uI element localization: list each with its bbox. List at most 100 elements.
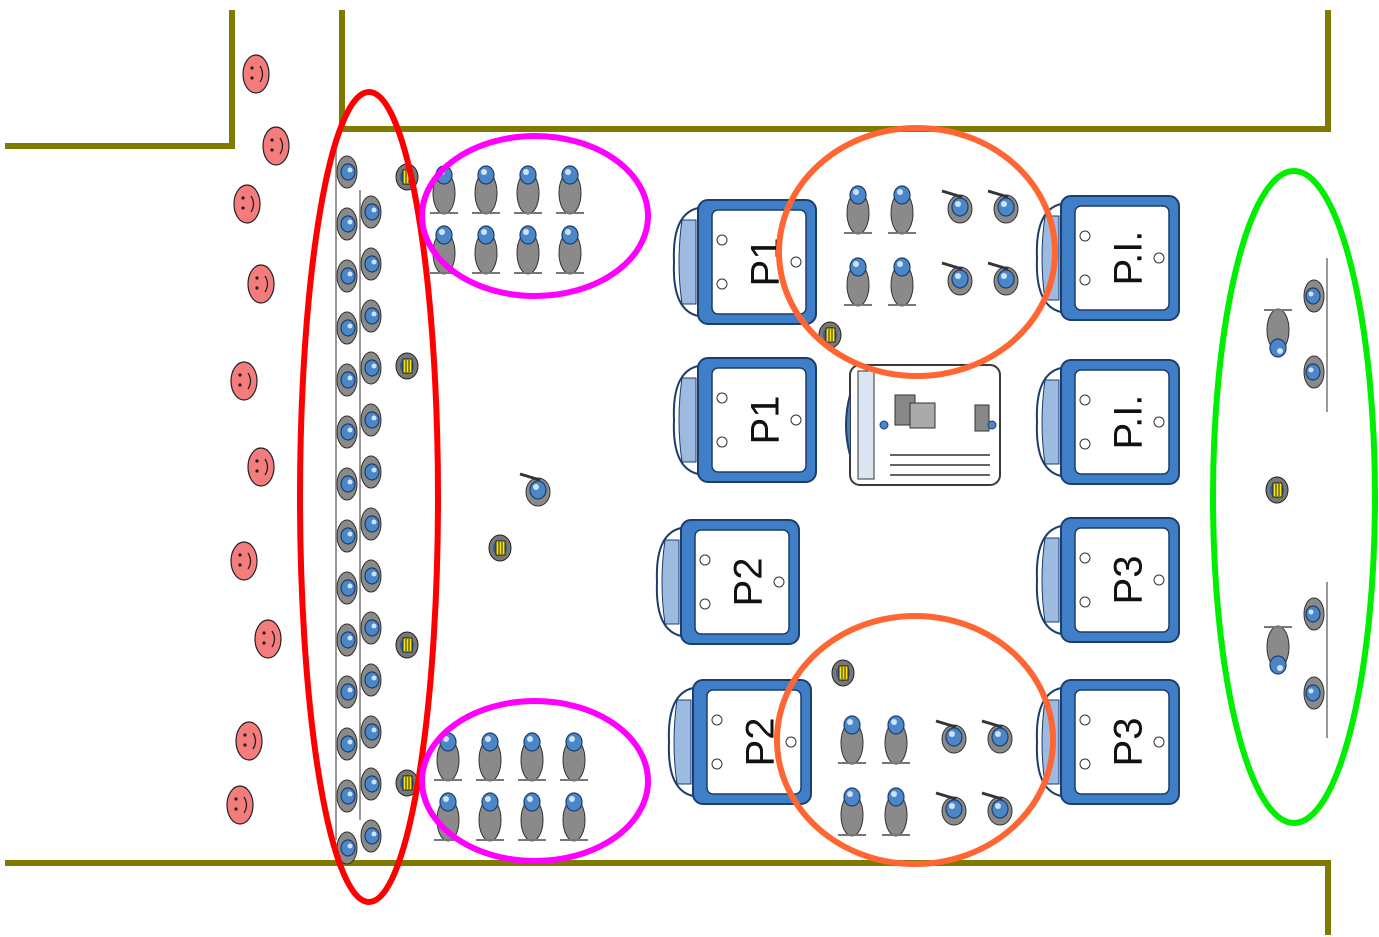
van-team-top bbox=[843, 185, 1020, 307]
officer-icon bbox=[940, 261, 974, 297]
van-label: P3 bbox=[1107, 718, 1151, 767]
riot-officer-icon bbox=[360, 351, 382, 385]
officer-icon bbox=[837, 715, 867, 765]
face-icon bbox=[262, 126, 290, 166]
officer-icon bbox=[843, 185, 873, 235]
cordon-highlight bbox=[297, 89, 441, 905]
officer-icon bbox=[555, 165, 585, 215]
officer-icon bbox=[881, 715, 911, 765]
riot-officer-icon bbox=[360, 767, 382, 801]
commander-icon bbox=[395, 631, 419, 659]
officer-icon bbox=[940, 189, 974, 225]
officer-icon bbox=[1263, 625, 1293, 675]
riot-officer-icon bbox=[336, 675, 358, 709]
commander-icon bbox=[488, 534, 512, 562]
commander-icon bbox=[831, 659, 855, 687]
rear-guard-highlight bbox=[1210, 168, 1378, 826]
face-icon bbox=[233, 184, 261, 224]
van-team-bottom bbox=[837, 715, 1014, 837]
van-label: P2 bbox=[727, 558, 771, 607]
officer-icon bbox=[518, 472, 552, 508]
reserve-group-bottom bbox=[433, 732, 589, 842]
crowd bbox=[226, 54, 290, 825]
officer-icon bbox=[837, 787, 867, 837]
officer-icon bbox=[980, 719, 1014, 755]
officer-icon bbox=[429, 165, 459, 215]
riot-officer-icon bbox=[360, 455, 382, 489]
officer-icon bbox=[471, 225, 501, 275]
officer-icon bbox=[1303, 597, 1325, 631]
officer-icon bbox=[517, 732, 547, 782]
officer-icon bbox=[986, 189, 1020, 225]
officer-icon bbox=[887, 185, 917, 235]
riot-officer-icon bbox=[360, 611, 382, 645]
reserve-top-highlight bbox=[419, 133, 651, 299]
officer-icon bbox=[555, 225, 585, 275]
officer-icon bbox=[513, 225, 543, 275]
face-icon bbox=[247, 447, 275, 487]
riot-officer-icon bbox=[336, 727, 358, 761]
officer-icon bbox=[1263, 308, 1293, 358]
van-team-bottom-highlight bbox=[774, 613, 1056, 867]
officer-icon bbox=[934, 719, 968, 755]
van-label: P.I. bbox=[1107, 231, 1151, 286]
officer-icon bbox=[559, 792, 589, 842]
officer-icon bbox=[980, 791, 1014, 827]
riot-officer-icon bbox=[360, 559, 382, 593]
riot-officer-icon bbox=[360, 819, 382, 853]
riot-officer-icon bbox=[336, 571, 358, 605]
riot-officer-icon bbox=[360, 403, 382, 437]
van-label: P.I. bbox=[1107, 395, 1151, 450]
riot-officer-icon bbox=[336, 155, 358, 189]
face-icon bbox=[242, 54, 270, 94]
officer-icon bbox=[843, 257, 873, 307]
riot-officer-icon bbox=[336, 259, 358, 293]
face-icon bbox=[230, 541, 258, 581]
rear-guard bbox=[1263, 258, 1328, 738]
face-icon bbox=[247, 264, 275, 304]
officer-icon bbox=[1303, 279, 1325, 313]
commander-icon bbox=[395, 352, 419, 380]
van-pi-mid: P.I. bbox=[1035, 359, 1180, 485]
officer-icon bbox=[1303, 355, 1325, 389]
riot-officer-icon bbox=[336, 207, 358, 241]
command-vehicle-icon bbox=[845, 364, 1001, 486]
van-label: P1 bbox=[744, 396, 788, 445]
officer-icon bbox=[471, 165, 501, 215]
officer-icon bbox=[887, 257, 917, 307]
officer-icon bbox=[475, 732, 505, 782]
face-icon bbox=[230, 361, 258, 401]
riot-officer-icon bbox=[336, 363, 358, 397]
riot-officer-icon bbox=[336, 467, 358, 501]
riot-officer-icon bbox=[336, 623, 358, 657]
riot-officer-icon bbox=[360, 195, 382, 229]
van-team-top-highlight bbox=[776, 125, 1058, 379]
riot-officer-icon bbox=[360, 247, 382, 281]
officer-icon bbox=[517, 792, 547, 842]
reserve-group-top bbox=[429, 165, 585, 275]
cordon-line bbox=[335, 150, 361, 840]
face-icon bbox=[226, 785, 254, 825]
officer-icon bbox=[513, 165, 543, 215]
riot-officer-icon bbox=[336, 415, 358, 449]
street-walls bbox=[5, 10, 1331, 935]
riot-officer-icon bbox=[360, 715, 382, 749]
group-highlights bbox=[297, 89, 1378, 905]
officer-icon bbox=[986, 261, 1020, 297]
riot-officer-icon bbox=[336, 519, 358, 553]
officer-icon bbox=[1303, 676, 1325, 710]
van-p2-left: P2 bbox=[655, 519, 800, 645]
face-icon bbox=[235, 721, 263, 761]
commander-icon bbox=[1265, 476, 1289, 504]
van-label: P3 bbox=[1107, 556, 1151, 605]
reserve-bottom-highlight bbox=[419, 698, 651, 864]
officer-icon bbox=[559, 732, 589, 782]
riot-officer-icon bbox=[360, 663, 382, 697]
riot-officer-icon bbox=[360, 299, 382, 333]
van-p1-mid: P1 bbox=[672, 357, 817, 483]
van-p3-bottom: P3 bbox=[1035, 679, 1180, 805]
van-p3-right: P3 bbox=[1035, 517, 1180, 643]
riot-officer-icon bbox=[360, 507, 382, 541]
